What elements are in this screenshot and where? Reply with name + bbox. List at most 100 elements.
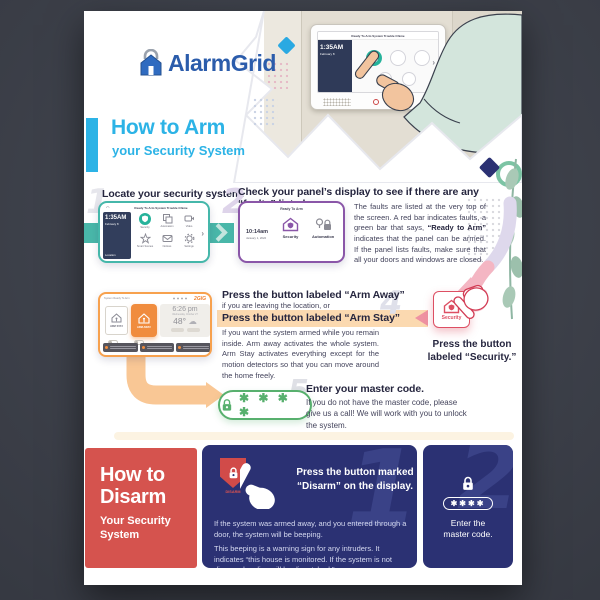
arm-stay-label: ARM STAY: [109, 325, 124, 328]
shield-icon: [139, 213, 151, 225]
house-shield-icon: [282, 217, 299, 232]
disarm-icon-label: DISARM: [225, 490, 241, 494]
arm-away-button: ARM AWAY: [131, 304, 157, 337]
title-accent-bar: [86, 118, 98, 172]
padlock-icon: [463, 476, 473, 490]
gear-icon: [184, 233, 194, 244]
app-video: Video: [178, 213, 200, 229]
disarm-step2-block: 2 ✱✱✱✱ Enter the master code.: [423, 445, 513, 568]
padlock-icon: [229, 467, 237, 479]
card2-button-label: Automation: [312, 234, 335, 239]
card2-time: 10:14am: [246, 229, 269, 235]
card4-bottom-buttons: [103, 343, 210, 352]
pointing-hand-white: [240, 463, 275, 509]
flow-ribbon-cream: [114, 432, 514, 440]
zigzag-ribbon: [232, 11, 522, 183]
app-security: Security: [134, 213, 156, 229]
card4-temperature: 48° ☁: [160, 316, 210, 327]
card2-button-label: Security: [282, 234, 299, 239]
card1-status: Ready To Arm System Trouble Chime: [134, 206, 188, 210]
master-code-pill: ✱ ✱ ✱ ✱: [218, 390, 312, 420]
card1-time: 1:35AM: [105, 215, 127, 221]
card1-date: February 8: [105, 222, 119, 226]
app-automation: Automation: [156, 213, 178, 229]
step2-body-bold: “Ready to Arm”: [427, 223, 486, 233]
disarm-step1-block: 1 DISARM Press the button marked “Disarm…: [202, 445, 417, 568]
app-label: Automation: [160, 225, 174, 228]
card4-date: Wednesday, October 27: [172, 313, 198, 316]
panel-card-step2: Ready To Arm 10:14am January 1, 2022 Sec…: [238, 201, 345, 263]
disarm-subtitle: Your Security System: [100, 515, 171, 541]
dot-grid-pink: [266, 61, 288, 89]
bulb-lock-icon: [315, 218, 331, 230]
poster: AlarmGrid Ready To Arm System Trouble Ch…: [84, 11, 522, 585]
card2-status: Ready To Arm: [280, 207, 303, 211]
flow-ribbon-orange: [126, 349, 224, 408]
panel-button-icon: [414, 50, 430, 66]
step3-caption-line1: Press the button: [432, 339, 512, 350]
chevron-right-icon: ›: [432, 58, 435, 67]
master-code-asterisks: ✱ ✱ ✱ ✱: [238, 391, 291, 419]
logo-text: AlarmGrid: [168, 49, 276, 76]
disarm-step2-caption: Enter the master code.: [443, 518, 492, 540]
bottom-button: [139, 343, 175, 352]
disarm-title-block: How to Disarm Your Security System: [85, 448, 197, 568]
app-settings: Settings: [178, 233, 200, 248]
card2-date: January 1, 2022: [246, 236, 267, 240]
panel-button-icon: [390, 50, 406, 66]
app-label: Video: [185, 225, 193, 228]
step3-caption: Press the button labeled “Security.”: [424, 338, 520, 364]
app-label: Smart Scenes: [136, 245, 154, 248]
step2-body-post: indicates that the panel can be armed. I…: [354, 233, 486, 265]
card2-security-button: Security: [282, 217, 299, 239]
scenes-icon: [139, 233, 151, 244]
step4-sub-away: if you are leaving the location, or: [222, 301, 330, 310]
arm-away-label: ARM AWAY: [137, 325, 151, 329]
house-person-icon: [138, 312, 150, 324]
camera-icon: [184, 215, 194, 222]
step4-body: If you want the system armed while you r…: [222, 328, 379, 380]
panel-card-step1: ◠ Ready To Arm System Trouble Chime 1:35…: [98, 201, 210, 263]
card4-statusbar-icons: [172, 297, 188, 300]
panel-date: February 8: [320, 52, 335, 56]
panel-time: 1:35AM: [320, 44, 344, 51]
disarm-title-line2: Disarm: [100, 485, 167, 508]
panel-card-step4: System Ready To Arm 2GIG ARM STAY ARM AW…: [98, 292, 212, 357]
cloud-icon: ☁: [188, 316, 197, 326]
card1-app-grid: Security Automation Video Smart Scenes N…: [134, 213, 200, 248]
card4-time: 6:26 pm: [172, 306, 198, 313]
panel-status-text: Ready To Arm System Trouble Chime: [318, 32, 438, 40]
page-title: How to Arm: [111, 116, 226, 139]
app-label: Notices: [162, 245, 172, 248]
arm-stay-button: ARM STAY: [105, 306, 128, 335]
disarm-title-line1: How to: [100, 464, 165, 486]
card1-location-label: Location: [105, 253, 116, 257]
card4-status: System Ready To Arm: [104, 296, 130, 300]
disarm-step1-heading: Press the button marked “Disarm” on the …: [296, 467, 414, 492]
step5-heading: Enter your master code.: [306, 383, 424, 395]
card4-brand: 2GIG: [194, 295, 206, 302]
step1-heading: Locate your security system.: [102, 188, 244, 200]
step4-heading-away: Press the button labeled “Arm Away”: [222, 289, 405, 301]
house-shield-icon: [443, 299, 460, 313]
house-person-icon: [111, 313, 122, 323]
card4-mini-buttons: [160, 328, 210, 332]
alarmgrid-logo: AlarmGrid: [138, 49, 276, 77]
bottom-button: [176, 343, 210, 352]
step2-body-pre: The faults are listed at the very top of…: [354, 202, 486, 233]
disarm-step2-caption-line1: Enter the: [450, 518, 486, 528]
temp-value: 48°: [173, 316, 186, 326]
page-subtitle: your Security System: [112, 143, 245, 158]
bottom-button: [103, 343, 138, 352]
step3-caption-line2: labeled “Security.”: [427, 352, 517, 363]
app-notices: Notices: [156, 233, 178, 248]
step-number-4: 4: [380, 284, 402, 322]
flow-ribbon-peach: [217, 310, 428, 327]
dot-grid-blue: [252, 97, 278, 127]
toggle-switch: [134, 340, 144, 345]
card2-automation-button: Automation: [312, 217, 334, 239]
app-label: Security: [140, 226, 150, 229]
envelope-icon: [162, 235, 172, 242]
step4-heading-stay: Press the button labeled “Arm Stay”: [222, 312, 400, 324]
